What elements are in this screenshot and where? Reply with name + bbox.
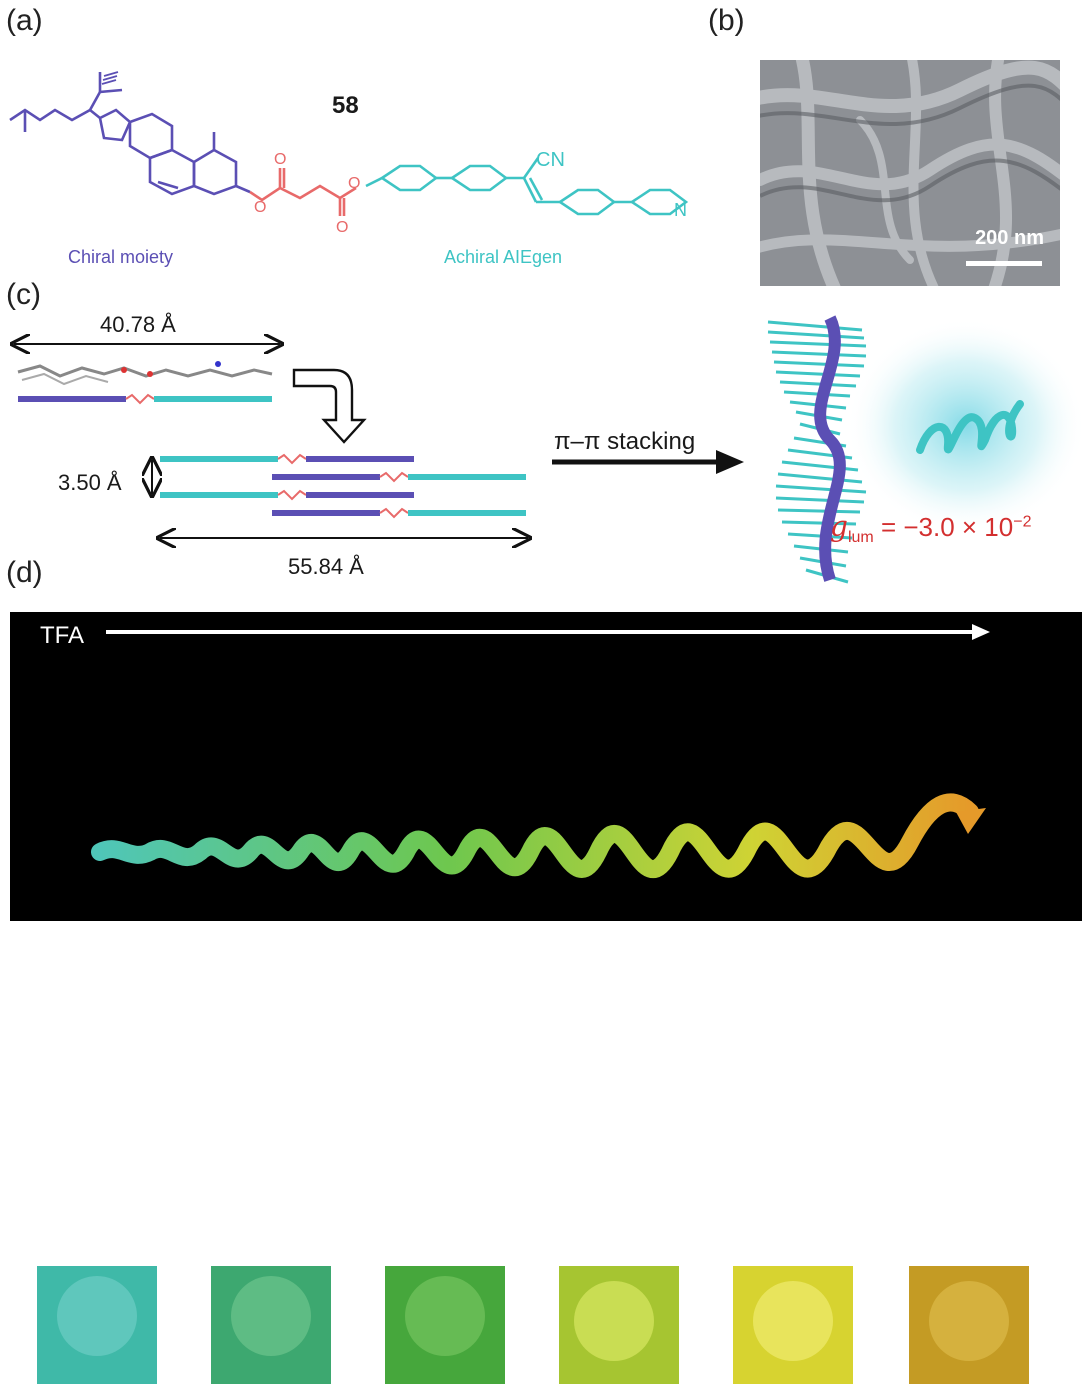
sample-swatch-1 [36,1265,158,1385]
sample-swatch-3 [384,1265,506,1385]
scale-bar-label: 200 nm [975,227,1044,249]
achiral-aiegen-label: Achiral AIEgen [444,247,563,267]
tfa-label: TFA [40,622,85,649]
assembly-arrow [292,368,367,444]
sample-swatch-5 [732,1265,854,1385]
helix-coil-icon [916,400,1024,454]
growing-helix [91,793,986,878]
scale-bar [966,261,1042,266]
compound-number: 58 [332,92,359,119]
packing-diagram [0,315,1086,584]
helical-assembly [767,320,867,584]
oxygen-atom-3: O [336,219,348,236]
glum-symbol: g [830,510,848,543]
linker-structure [249,168,357,216]
sample-swatch-6 [908,1265,1030,1385]
panel-label-d: (d) [6,556,43,589]
glum-value: glum = −3.0 × 10−2 [830,510,1031,547]
panel-label-c: (c) [6,278,41,311]
helix-core [814,315,846,582]
molecule-bar-aiegen [154,396,272,402]
fiber-network-texture [760,60,1060,286]
stack-length-label: 55.84 Å [288,554,364,579]
glum-subscript: lum [847,529,874,547]
molecule-model [17,361,273,386]
oxygen-atom-4: O [348,175,360,192]
molecular-structure: O O O O CN N [9,71,689,236]
chiral-moiety-structure [9,72,251,196]
pyridine-nitrogen-label: N [674,200,687,220]
sample-swatch-2 [210,1265,332,1385]
molecule-length-label: 40.78 Å [100,312,176,337]
aiegen-structure [365,157,689,216]
stacking-arrow [716,450,744,474]
panel-label-b: (b) [708,4,745,37]
luminescence-glow [846,318,1086,534]
molecule-bar-chiral [18,396,126,402]
glum-number: = −3.0 × 10 [873,512,1014,542]
sample-swatch-4 [558,1265,680,1385]
stacked-bilayer [160,453,526,519]
oxygen-atom-1: O [274,151,286,168]
cyano-group-label: CN [536,149,565,171]
stacking-label: π–π stacking [554,428,696,455]
glum-exponent: −2 [1013,513,1032,531]
panel-label-a: (a) [6,4,43,37]
tfa-photo-strip: TFA [10,612,1082,1385]
oxygen-atom-2: O [254,199,266,216]
sem-image: 200 nm [760,60,1060,286]
layer-spacing-label: 3.50 Å [58,470,122,495]
chiral-moiety-label: Chiral moiety [68,247,174,267]
tfa-arrow [106,624,990,640]
